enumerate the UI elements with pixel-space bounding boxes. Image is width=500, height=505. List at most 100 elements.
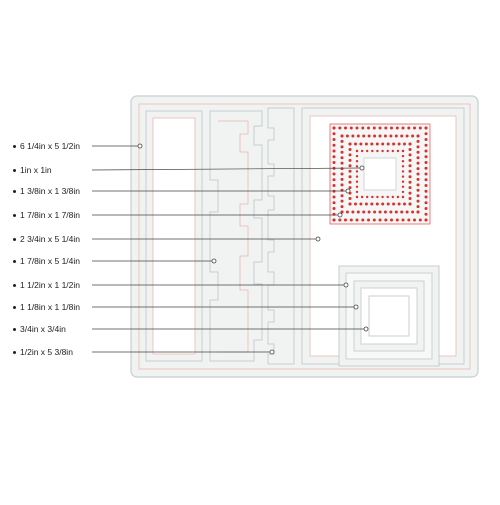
square-die-window xyxy=(368,295,410,337)
stitch-dot xyxy=(400,134,404,138)
notched-strip-die xyxy=(209,110,263,362)
stitch-dot xyxy=(340,199,344,203)
stitch-dot xyxy=(332,212,336,216)
leader-endpoint-4 xyxy=(337,212,343,218)
stitch-dot xyxy=(348,142,352,146)
stitch-dot xyxy=(424,149,428,153)
size-label-text: 1 7/8in x 1 7/8in xyxy=(20,210,81,220)
stitch-dot xyxy=(359,202,363,206)
size-label-4: 1 7/8in x 1 7/8in xyxy=(13,210,80,220)
stitch-dot xyxy=(344,126,347,130)
stitch-dot xyxy=(364,142,368,146)
stitch-dot xyxy=(376,195,379,199)
stitch-dot xyxy=(391,149,394,153)
stitch-dot xyxy=(416,183,420,187)
stitch-dot xyxy=(394,210,398,214)
stitch-dot xyxy=(367,126,370,130)
stitch-dot xyxy=(408,153,412,157)
stitch-dot xyxy=(349,126,353,130)
stitch-dot xyxy=(401,154,405,158)
stitch-dot xyxy=(395,126,399,130)
stitch-dot xyxy=(362,210,366,214)
stitch-dot xyxy=(424,143,428,147)
stitch-dot xyxy=(370,142,374,146)
stitch-dot xyxy=(356,210,360,214)
stitch-dot xyxy=(424,212,428,216)
stitch-dot xyxy=(375,202,379,206)
stitch-dot xyxy=(408,191,412,195)
stitch-dot xyxy=(411,210,415,214)
stitch-dot xyxy=(408,169,412,173)
bullet-icon xyxy=(13,284,16,288)
leader-endpoint-8 xyxy=(353,304,359,310)
stitch-dot xyxy=(397,202,401,206)
stitch-dot xyxy=(381,142,385,146)
bullet-icon xyxy=(13,306,16,310)
stitch-dot xyxy=(348,169,352,173)
leader-endpoint-2 xyxy=(359,165,365,171)
stitch-dot xyxy=(424,184,428,187)
size-label-5: 2 3/4in x 5 1/4in xyxy=(13,234,80,244)
stitch-dot xyxy=(348,148,352,151)
stitch-dots xyxy=(332,126,428,222)
stitch-dot xyxy=(403,142,406,146)
stitch-dot xyxy=(332,207,336,210)
size-label-text: 1 7/8in x 5 1/4in xyxy=(20,256,81,266)
stitch-dot xyxy=(397,142,401,146)
stitch-dot xyxy=(401,180,405,183)
stitch-dot xyxy=(416,161,420,165)
stitch-dot xyxy=(424,189,428,193)
stitch-dot xyxy=(332,132,336,136)
leader-endpoint-10 xyxy=(269,349,275,355)
size-label-2: 1in x 1in xyxy=(13,165,52,175)
stitch-dot xyxy=(361,218,365,222)
stitch-dot xyxy=(340,156,344,160)
stitch-dot xyxy=(348,164,352,168)
stitch-dot xyxy=(355,165,359,168)
stitch-dot xyxy=(355,195,359,199)
stitch-dot xyxy=(340,172,344,176)
tall-rect-die-inner xyxy=(152,117,196,355)
size-label-8: 1 1/8in x 1 1/8in xyxy=(13,302,80,312)
stitch-dot xyxy=(332,195,336,199)
stitch-dot xyxy=(413,218,416,222)
stitch-dot xyxy=(371,195,374,199)
stitch-dot xyxy=(394,134,398,138)
stitch-dot xyxy=(418,126,422,130)
stitch-dot xyxy=(401,170,405,173)
size-label-text: 1/2in x 5 3/8in xyxy=(20,347,73,357)
stitch-dot xyxy=(349,218,353,222)
stitch-dot xyxy=(355,149,359,153)
stitch-dot xyxy=(360,195,364,199)
stitch-dot xyxy=(408,158,412,162)
stitch-dot xyxy=(332,149,336,153)
stitch-dot xyxy=(383,210,387,214)
stitch-dot xyxy=(390,126,393,130)
stitch-dot xyxy=(340,194,344,198)
stitch-dot xyxy=(424,138,428,141)
stitch-dot xyxy=(338,126,342,130)
stitch-dot xyxy=(376,149,379,153)
stitch-dot xyxy=(340,183,344,187)
stitch-dot xyxy=(424,218,428,222)
stitch-dot xyxy=(378,210,382,214)
stitch-dot xyxy=(381,149,384,153)
stitch-dot xyxy=(416,210,420,214)
stitch-dot xyxy=(408,164,412,168)
stitch-dot xyxy=(418,218,422,222)
stitch-dot xyxy=(411,134,415,138)
stitch-dot xyxy=(401,218,405,222)
size-label-text: 1 1/2in x 1 1/2in xyxy=(20,280,81,290)
stitch-dot xyxy=(383,134,387,138)
stitch-dot xyxy=(381,202,385,206)
size-label-1: 6 1/4in x 5 1/2in xyxy=(13,141,80,151)
stitch-dot xyxy=(351,210,355,214)
stitch-dot xyxy=(395,218,399,222)
stitch-dot xyxy=(416,139,420,143)
stitch-dot xyxy=(424,161,428,164)
stitch-dot xyxy=(340,145,344,149)
stitch-dot xyxy=(332,155,336,159)
bullet-icon xyxy=(13,260,16,264)
stitch-dot xyxy=(378,134,382,138)
stitch-dot xyxy=(396,195,400,199)
